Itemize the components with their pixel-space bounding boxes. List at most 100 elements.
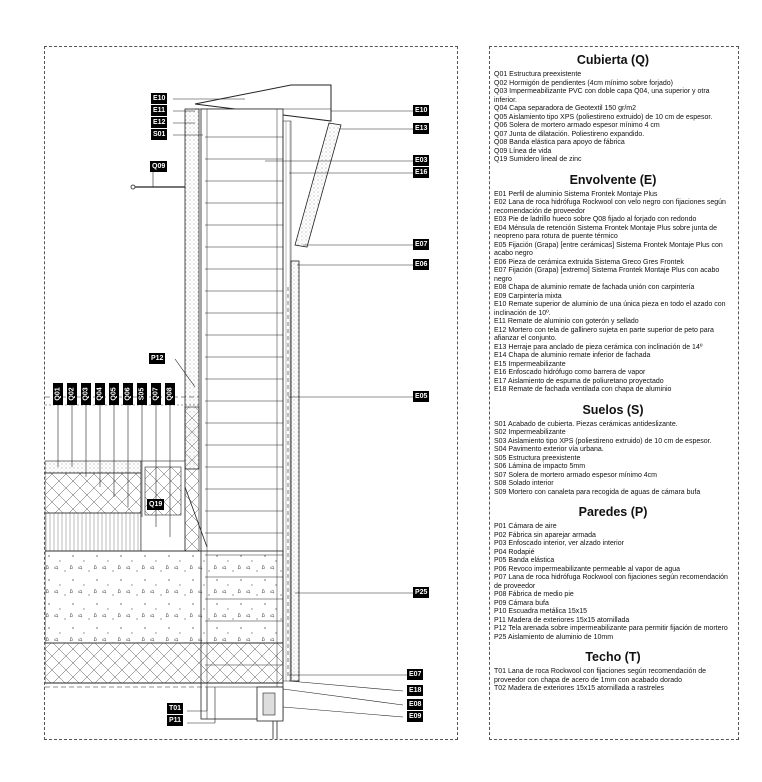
legend-item: S01 Acabado de cubierta. Piezas cerámica…: [494, 420, 678, 428]
legend-section-title: Suelos (S): [582, 402, 644, 417]
legend-item: P02 Fábrica sin aparejar armada: [494, 531, 596, 539]
legend-item: E07 Fijación (Grapa) [extremo] Sistema F…: [494, 267, 720, 283]
legend-section-title: Envolvente (E): [569, 172, 657, 187]
concrete-slab: [45, 550, 284, 644]
construction-section-drawing: E10 E11 E12 S01 Q09 P12 Q19 T01 P11 Q01 …: [44, 46, 458, 740]
label-q06: Q06: [123, 383, 133, 405]
label-q07: Q07: [151, 383, 161, 405]
legend-section: Techo (T)T01 Lana de roca Rockwool con f…: [494, 650, 732, 694]
legend-item: Q06 Solera de mortero armado espesor mín…: [494, 122, 660, 129]
section-drawing-svg: [45, 84, 413, 739]
legend-item: Q02 Hormigón de pendientes (4cm mínimo s…: [494, 79, 673, 87]
legend-item: S09 Mortero con canaleta para recogida d…: [494, 488, 701, 496]
legend-item: P25 Aislamiento de aluminio de 10mm: [494, 633, 614, 641]
lower-insulation: [45, 642, 284, 684]
label-e16: E16: [413, 167, 430, 178]
legend-item: P10 Escuadra metálica 15x15: [494, 608, 587, 615]
inclined-ceramic-piece: [294, 122, 342, 248]
label-q05: Q05: [109, 383, 119, 405]
legend-item: P12 Tela arenada sobre impermeabilizante…: [494, 625, 728, 632]
label-s01: S01: [151, 129, 168, 140]
legend-item: E06 Pieza de cerámica extruida Sistema G…: [494, 258, 684, 266]
legend-item: P03 Enfoscado interior, ver alzado inter…: [494, 540, 624, 547]
legend-item: E11 Remate de aluminio con goterón y sel…: [494, 318, 639, 325]
legend-item: S07 Solera de mortero armado espesor mín…: [494, 471, 658, 479]
roof-layers: [45, 406, 208, 552]
legend-item: Q08 Banda elástica para apoyo de fábrica: [494, 139, 625, 146]
label-q01: Q01: [53, 383, 63, 405]
legend-item: E16 Enfoscado hidrófugo como barrera de …: [494, 369, 646, 376]
label-q19: Q19: [147, 499, 165, 510]
legend-item: E04 Ménsula de retención Sistema Frontek…: [494, 224, 717, 241]
legend-item: Q07 Junta de dilatación. Poliestireno ex…: [494, 130, 645, 138]
legend-item: P05 Banda elástica: [494, 557, 555, 564]
legend-item: Q03 Impermeabilizante PVC con doble capa…: [494, 88, 710, 104]
legend-item: E05 Fijación (Grapa) [entre cerámicas] S…: [494, 241, 723, 258]
legend-item: E03 Pie de ladrillo hueco sobre Q08 fija…: [494, 216, 697, 223]
legend-item: E12 Mortero con tela de gallinero sujeta…: [494, 326, 714, 343]
legend-item: Q19 Sumidero lineal de zinc: [494, 156, 582, 163]
legend-item: P04 Rodapié: [494, 548, 535, 556]
legend-item: E17 Aislamiento de espuma de poliuretano…: [494, 377, 664, 385]
label-e12: E12: [151, 117, 168, 128]
label-q02: Q02: [67, 383, 77, 405]
ceramic-facade-piece: [290, 260, 300, 682]
legend-item: S08 Solado interior: [494, 480, 554, 487]
legend-item: P08 Fábrica de medio pie: [494, 591, 574, 598]
legend-item: E02 Lana de roca hidrófuga Rockwool con …: [494, 199, 726, 215]
label-q03: Q03: [81, 383, 91, 405]
legend-item: S02 Impermeabilizante: [494, 429, 566, 436]
label-e07-bottom: E07: [407, 669, 424, 680]
label-q09: Q09: [150, 161, 168, 172]
label-p12: P12: [149, 353, 166, 364]
legend-section: Envolvente (E) E01 Perfil de aluminio Sis…: [494, 173, 732, 395]
label-q04: Q04: [95, 383, 105, 405]
legend-section-title: Techo (T): [585, 650, 641, 664]
label-e05: E05: [413, 391, 430, 402]
legend-item: E14 Chapa de aluminio remate inferior de…: [494, 352, 651, 359]
leader-lines-right: [265, 110, 413, 718]
legend-item: E09 Carpintería mixta: [494, 292, 562, 300]
label-e03: E03: [413, 155, 430, 166]
legend-item: E01 Perfil de aluminio Sistema Frontek M…: [494, 190, 658, 198]
legend-item: S03 Aislamiento tipo XPS (poliestireno e…: [494, 437, 712, 445]
label-e10-right: E10: [413, 105, 430, 116]
leader-lines-left: [57, 98, 245, 724]
label-e07-top: E07: [413, 239, 430, 250]
label-p25: P25: [413, 587, 430, 598]
legend-section-title: Cubierta (Q): [576, 53, 650, 67]
legend-item: Q09 Línea de vida: [494, 147, 552, 155]
label-e08: E08: [407, 699, 424, 710]
legend-item: E10 Remate superior de aluminio de una ú…: [494, 301, 726, 317]
legend-item: P06 Revoco impermeabilizante permeable a…: [494, 565, 680, 573]
legend-item: S05 Estructura preexistente: [494, 454, 581, 462]
legend-item: T02 Madera de exteriores 15x15 atornilla…: [494, 685, 665, 692]
label-e09: E09: [407, 711, 424, 722]
label-e11: E11: [151, 105, 168, 116]
legend-item: Q04 Capa separadora de Geotextil 150 gr/…: [494, 105, 637, 112]
legend-item: P09 Cámara bufa: [494, 599, 549, 607]
label-e10-left: E10: [151, 93, 168, 104]
legend-item: P01 Cámara de aire: [494, 523, 557, 530]
legend-item: S06 Lámina de impacto 5mm: [494, 463, 586, 470]
legend-item: P11 Madera de exteriores 15x15 atornilla…: [494, 616, 630, 624]
insulation-strip: [282, 120, 292, 682]
label-s05: S05: [137, 383, 147, 405]
legend-item: Q01 Estructura preexistente: [494, 71, 582, 78]
label-t01: T01: [167, 703, 184, 714]
label-e06: E06: [413, 259, 430, 270]
legend-item: E13 Herraje para anclado de pieza cerámi…: [494, 343, 703, 351]
legend-item: E15 Impermeabilizante: [494, 360, 566, 368]
legend-item: P07 Lana de roca hidrófuga Rockwool con …: [494, 574, 728, 590]
label-e13: E13: [413, 123, 430, 134]
legend-item: E08 Chapa de aluminio remate de fachada …: [494, 284, 695, 291]
label-q08: Q08: [165, 383, 175, 405]
legend-item: S04 Pavimento exterior vía urbana.: [494, 446, 604, 453]
legend-item: Q05 Aislamiento tipo XPS (poliestireno e…: [494, 113, 713, 121]
label-e18: E18: [407, 685, 424, 696]
legend-section-title: Paredes (P): [578, 505, 648, 519]
